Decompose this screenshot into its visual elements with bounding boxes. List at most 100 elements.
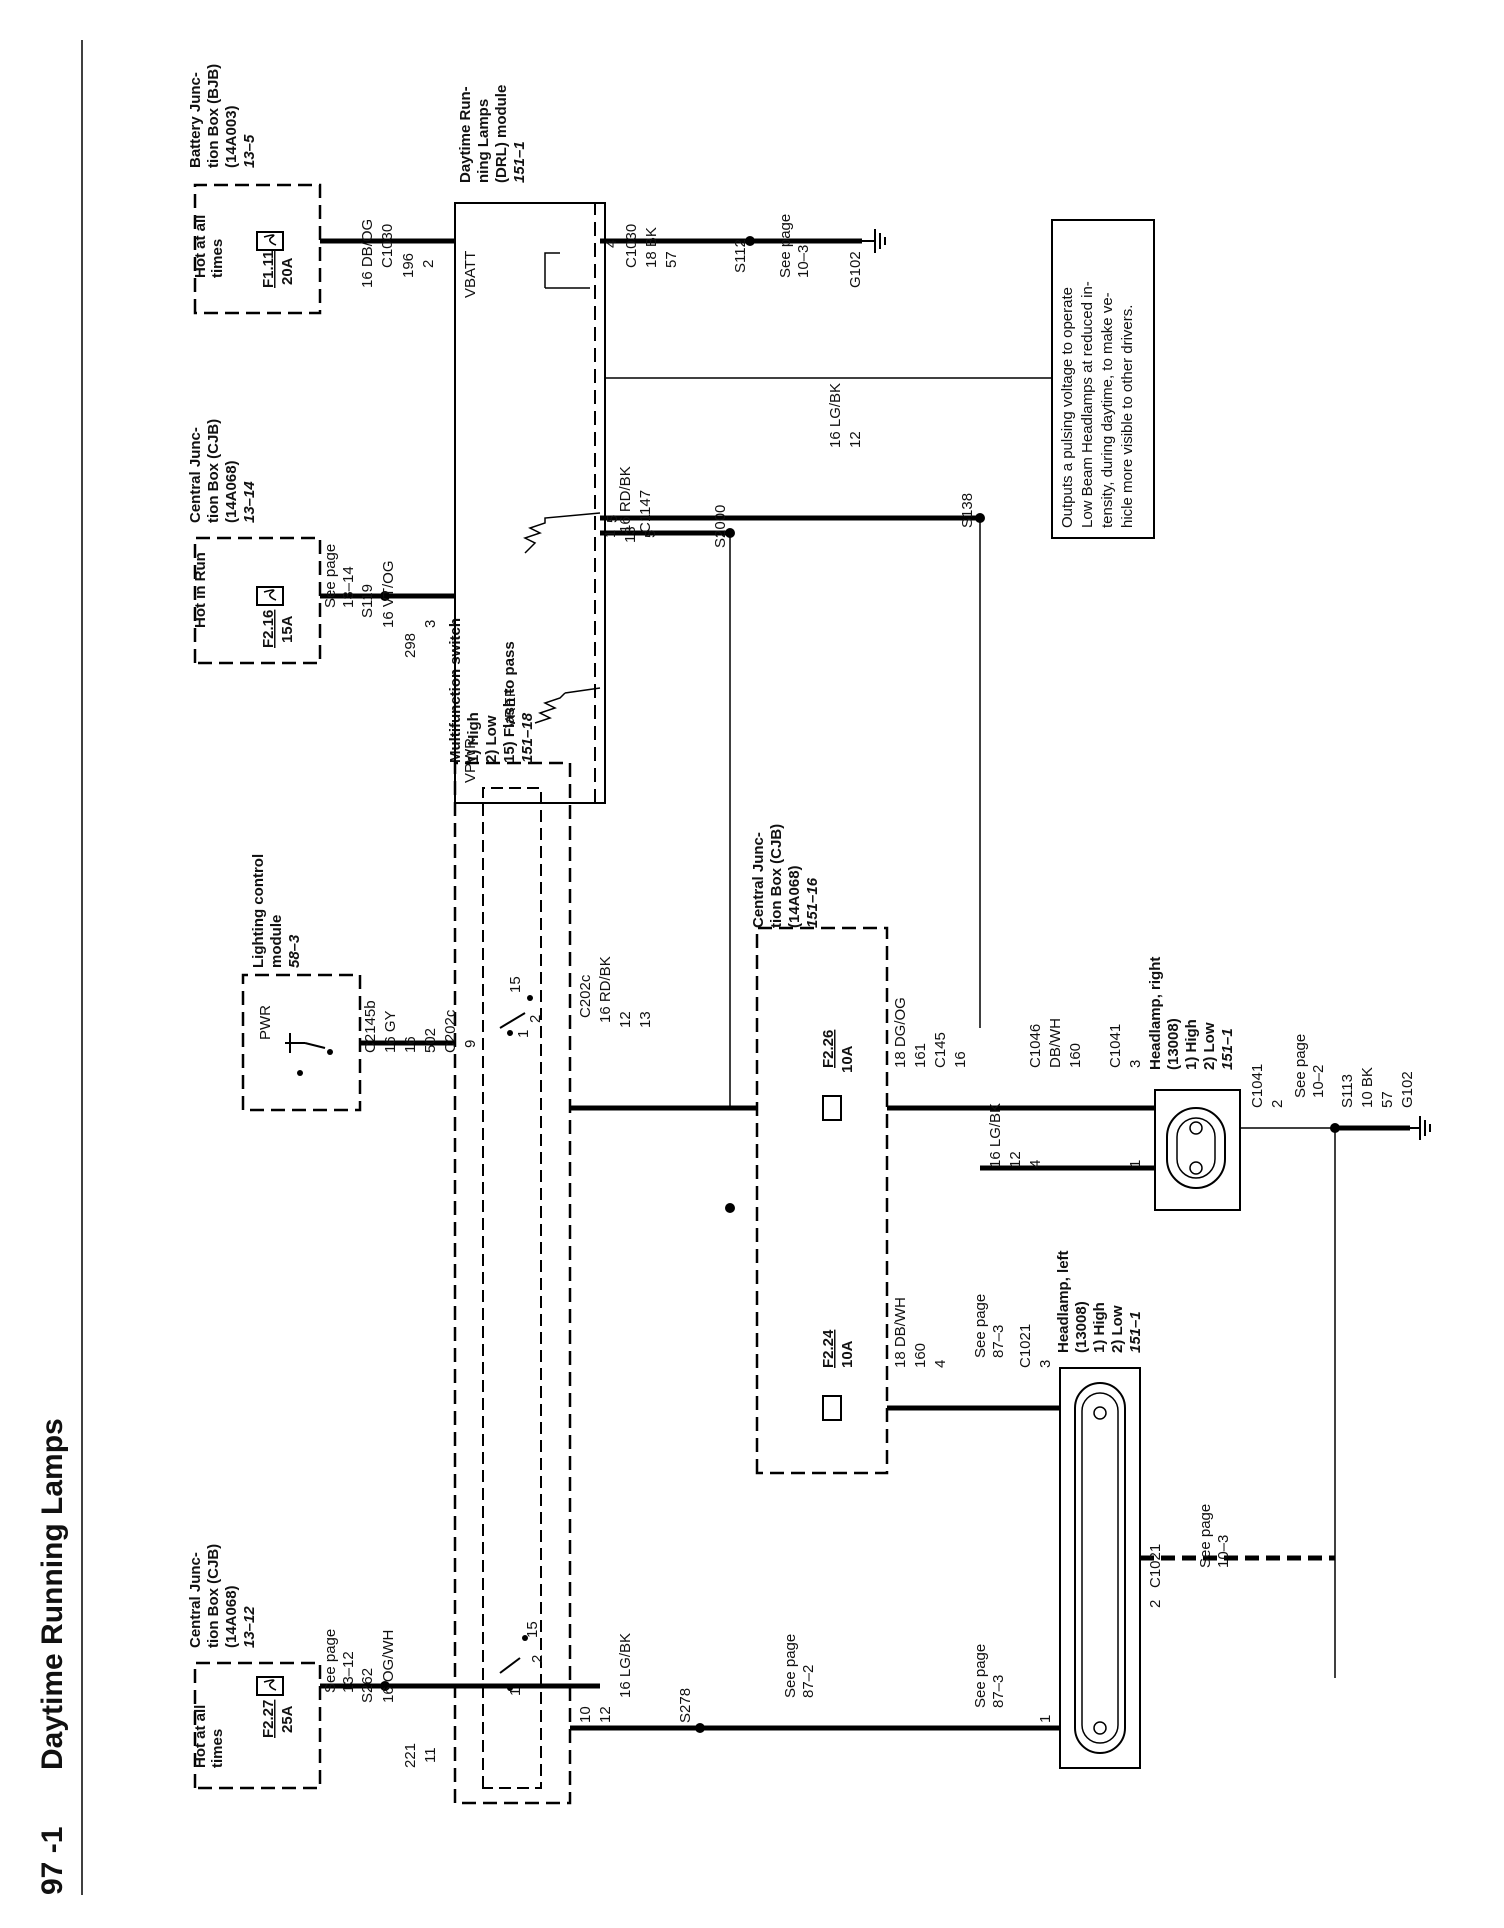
label-10: 10 — [577, 1706, 594, 1723]
label-16-gy: 16 GY — [382, 1010, 399, 1053]
cjb-f2-27-title-1: Central Junc- — [187, 1552, 204, 1648]
splice-s2000 — [725, 528, 735, 538]
hl-left-ref: 151–1 — [1127, 1311, 1144, 1353]
label-11: 11 — [422, 1747, 439, 1763]
label-18-bk: 18 BK — [643, 227, 660, 268]
note-box: Outputs a pulsing voltage to operate Low… — [1051, 219, 1155, 539]
label-see-page-3: See page — [777, 214, 794, 278]
label-16-ogwh: 16 OG/WH — [380, 1630, 397, 1703]
label-3-left: 3 — [1037, 1360, 1054, 1368]
label-1-right: 1 — [1127, 1160, 1144, 1168]
label-see-page-1: See page — [322, 1629, 339, 1693]
label-see-page-2: See page — [322, 544, 339, 608]
drl-pulse-resistor-icon — [523, 512, 601, 554]
label-5-drl: 5 — [604, 515, 621, 523]
label-13-14: 13–14 — [340, 566, 357, 608]
label-s262: S262 — [359, 1668, 376, 1703]
fuse-f2-27-rating: 25A — [279, 1705, 296, 1733]
label-4-drl: 4 — [603, 240, 620, 248]
fuse-f1-11-rating: 20A — [279, 257, 296, 285]
mfs-pin-1-left: 1 — [507, 1688, 524, 1696]
label-502: 502 — [422, 1028, 439, 1053]
label-16-vtog: 16 VT/OG — [380, 560, 397, 628]
fuse-f2-16-rating: 15A — [279, 615, 296, 643]
label-221: 221 — [402, 1743, 419, 1768]
cjb-f2-26-box: F2.26 10A F2.24 10A — [755, 926, 889, 1475]
label-c1147: C1147 — [637, 490, 654, 533]
splice-s113 — [1330, 1123, 1340, 1133]
label-3-right: 3 — [1127, 1060, 1144, 1068]
label-57: 57 — [663, 251, 680, 268]
label-12-drl: 12 — [847, 431, 864, 448]
fuse-f1-11-label: F1.11 — [260, 250, 277, 288]
page-number: 97 -1 — [36, 1827, 69, 1895]
label-9: 9 — [462, 1040, 479, 1048]
bjb-ref: 13–5 — [241, 134, 258, 168]
cjb-f2-16-title-2: tion Box (CJB) — [205, 419, 222, 523]
label-10-bk: 10 BK — [1359, 1067, 1376, 1108]
fuse-f2-26-rating: 10A — [839, 1045, 856, 1073]
label-16-rdbk: 16 RD/BK — [617, 466, 634, 533]
drl-title-1: Daytime Run- — [457, 86, 474, 183]
label-2-c1041: 2 — [1269, 1100, 1286, 1108]
label-12-right: 12 — [1007, 1151, 1024, 1168]
cjb-f2-26-title-2: tion Box (CJB) — [768, 824, 785, 928]
mfs-item-1: 1) High — [465, 712, 482, 763]
label-s119: S119 — [359, 584, 376, 618]
label-c202c: C202c — [577, 974, 594, 1018]
label-s112: S112 — [732, 239, 749, 273]
label-12-left: 12 — [597, 1706, 614, 1723]
drl-title-2: ning Lamps — [475, 99, 492, 183]
wire-labels: S262 16 OG/WH See page 13–12 221 11 S119… — [322, 214, 1416, 1768]
wires — [320, 238, 1410, 1731]
label-s278: S278 — [677, 1688, 694, 1723]
drl-vbatt-label: VBATT — [462, 251, 479, 298]
label-16-rdbk-sw: 16 RD/BK — [597, 956, 614, 1023]
label-87-2: 87–2 — [800, 1665, 817, 1698]
label-g102-top: G102 — [847, 251, 864, 288]
drl-module-box: VPWR VREF VBATT — [454, 202, 606, 804]
splice-s112 — [745, 236, 755, 246]
label-s113: S113 — [1339, 1074, 1356, 1108]
lcm-title-2: module — [268, 915, 285, 968]
ground-g102-top-icon — [862, 229, 886, 253]
bulb-high-icon — [1189, 1161, 1203, 1175]
label-16-lgbk-left: 16 LG/BK — [617, 1633, 634, 1698]
hl-right-item-2: 2) Low — [1201, 1022, 1218, 1070]
label-16-lgbk-drl: 16 LG/BK — [827, 383, 844, 448]
mfs-item-3: 15) Flash to pass — [501, 641, 518, 763]
multifunction-switch-box: 1 2 15 2 15 1 — [453, 761, 572, 1805]
label-c202c-top: C202c — [442, 1009, 459, 1053]
cjb-f2-27-state-2: times — [209, 1729, 226, 1768]
bjb-title-2: tion Box (BJB) — [205, 64, 222, 168]
note-line-1: Outputs a pulsing voltage to operate — [1059, 287, 1076, 528]
bjb-title-1: Battery Junc- — [187, 72, 204, 168]
cjb-f2-27-title-2: tion Box (CJB) — [205, 1544, 222, 1648]
lcm-title-1: Lighting control — [250, 854, 267, 968]
splices — [380, 236, 1340, 1733]
drl-vref-label: VREF — [502, 688, 519, 728]
mfs-pin-15-left: 15 — [524, 1621, 541, 1638]
label-c1046: C1046 — [1027, 1024, 1044, 1068]
label-g102-bottom: G102 — [1399, 1071, 1416, 1108]
bjb-title-3: (14A003) — [223, 105, 240, 168]
cjb-f2-16-title-3: (14A068) — [223, 460, 240, 523]
label-5-vref: 5 — [642, 530, 659, 538]
label-c2145b: C2145b — [362, 1000, 379, 1053]
label-c1041-top: C1041 — [1107, 1024, 1124, 1068]
mfs-pin-15-right: 15 — [507, 976, 524, 993]
label-see-page-7: See page — [972, 1644, 989, 1708]
label-87-3-b: 87–3 — [990, 1675, 1007, 1708]
label-13-12: 13–12 — [340, 1651, 357, 1693]
drl-vref-resistor-icon — [534, 687, 601, 724]
label-10-3-a: 10–3 — [795, 245, 812, 278]
label-160-left: 160 — [912, 1343, 929, 1368]
label-160-right: 160 — [1067, 1043, 1084, 1068]
label-13-vref: 13 — [622, 526, 639, 543]
label-4-right: 4 — [1027, 1160, 1044, 1168]
label-see-page-6: See page — [972, 1294, 989, 1358]
label-16: 16 — [402, 1036, 419, 1053]
label-18-dbwh: 18 DB/WH — [892, 1297, 909, 1368]
mfs-contact-right-icon — [499, 1012, 526, 1029]
label-c1041: C1041 — [1249, 1064, 1266, 1108]
